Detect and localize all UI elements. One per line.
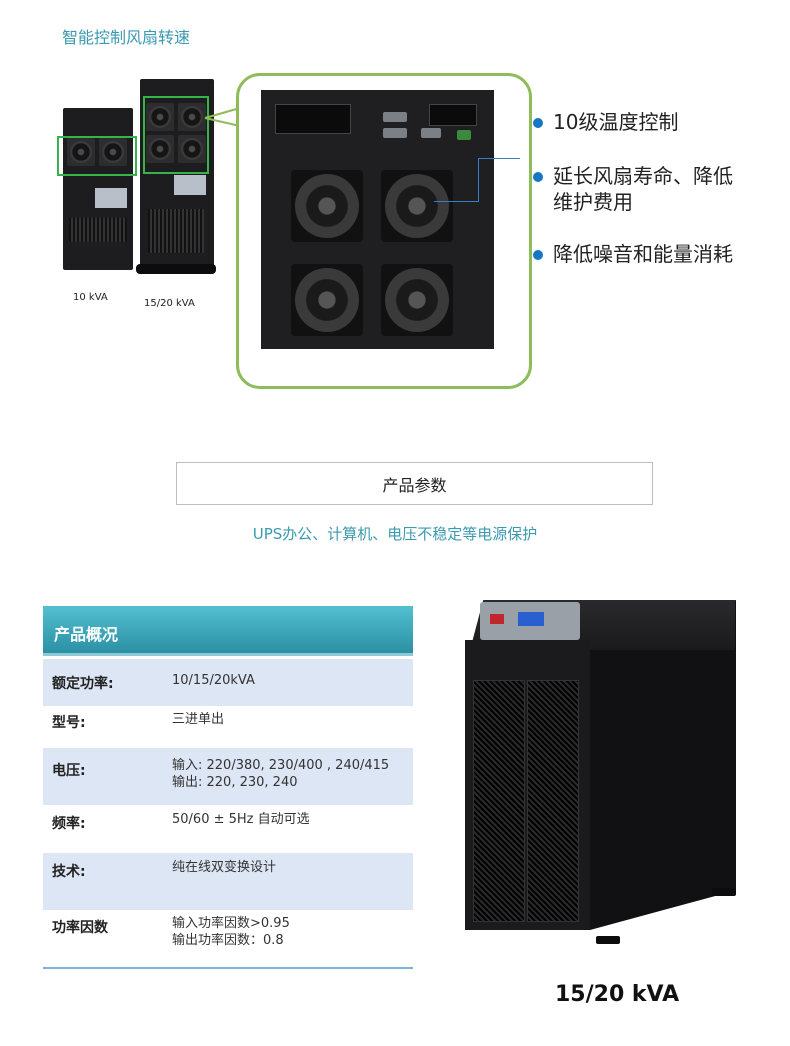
lcd-screen [518, 612, 544, 626]
spec-value: 输入: 220/380, 230/400 , 240/415 [172, 758, 390, 773]
spec-table-header: 产品概况 [43, 606, 413, 656]
spec-key: 额定功率: [52, 676, 114, 692]
fan-icon [178, 103, 206, 131]
spec-table-title: 产品概况 [54, 625, 119, 644]
fan-icon [146, 135, 174, 163]
rear-panel-closeup [261, 90, 494, 349]
fan-icon [381, 170, 453, 242]
ups-15-20kva-rear-image [140, 79, 214, 271]
ups-10kva-rear-image [63, 108, 133, 270]
spec-key: 型号: [52, 715, 86, 731]
highlight-box [143, 96, 209, 174]
spec-key: 技术: [52, 864, 86, 880]
fan-icon [178, 135, 206, 163]
params-heading: 产品参数 [382, 475, 447, 495]
product-caption: 15/20 kVA [555, 982, 680, 1007]
callout-line [478, 158, 479, 202]
epo-port [457, 130, 471, 140]
section-title: 智能控制风扇转速 [62, 28, 191, 47]
ups-foot [712, 888, 736, 896]
spec-value: 输出功率因数：0.8 [172, 933, 284, 948]
zoom-detail-panel [236, 73, 532, 389]
smart-slot [429, 104, 477, 126]
table-row: 型号: 三进单出 [43, 706, 413, 753]
params-heading-box: 产品参数 [176, 462, 653, 505]
fan-icon [381, 264, 453, 336]
ups-foot [596, 936, 620, 944]
vent-grille [148, 209, 204, 253]
spec-key: 频率: [52, 816, 86, 832]
ups-front-image [465, 640, 590, 930]
spec-value: 输入功率因数>0.95 [172, 916, 290, 931]
snmp-slot [275, 104, 351, 134]
table-bottom-rule [43, 967, 413, 969]
caster-base [136, 264, 216, 274]
spec-value: 10/15/20kVA [172, 673, 255, 688]
bullet-dot-icon [533, 250, 543, 260]
spec-key: 电压: [52, 763, 86, 779]
fan-icon [99, 138, 127, 166]
table-row: 额定功率: 10/15/20kVA [43, 659, 413, 706]
front-grille [473, 680, 525, 922]
spec-key: 功率因数 [52, 920, 108, 936]
table-row: 技术: 纯在线双变换设计 [43, 853, 413, 910]
spec-value: 输出: 220, 230, 240 [172, 775, 298, 790]
rs232-port [421, 128, 441, 138]
params-subtitle: UPS办公、计算机、电压不稳定等电源保护 [252, 525, 538, 543]
terminal-block [95, 188, 127, 208]
vent-grille [69, 218, 127, 242]
front-grille [527, 680, 579, 922]
fan-icon [146, 103, 174, 131]
table-row: 功率因数 输入功率因数>0.95 输出功率因数：0.8 [43, 910, 413, 966]
bullet-dot-icon [533, 118, 543, 128]
connector-line [204, 107, 241, 127]
spec-value: 纯在线双变换设计 [172, 860, 277, 875]
table-row: 频率: 50/60 ± 5Hz 自动可选 [43, 805, 413, 853]
spec-value: 三进单出 [172, 712, 225, 727]
callout-line [434, 201, 479, 202]
terminal-block [174, 175, 206, 195]
bullet-dot-icon [533, 172, 543, 182]
highlight-box [57, 136, 137, 176]
power-button-icon [490, 614, 504, 624]
parallel-port [383, 112, 407, 122]
model-label-10kva: 10 kVA [73, 292, 108, 303]
spec-value: 50/60 ± 5Hz 自动可选 [172, 812, 310, 827]
fan-icon [67, 138, 95, 166]
parallel-port [383, 128, 407, 138]
model-label-15-20kva: 15/20 kVA [144, 298, 195, 309]
callout-line [478, 158, 520, 159]
ups-side-panel [590, 600, 736, 930]
table-row: 电压: 输入: 220/380, 230/400 , 240/415 输出: 2… [43, 748, 413, 805]
fan-icon [291, 170, 363, 242]
fan-icon [291, 264, 363, 336]
